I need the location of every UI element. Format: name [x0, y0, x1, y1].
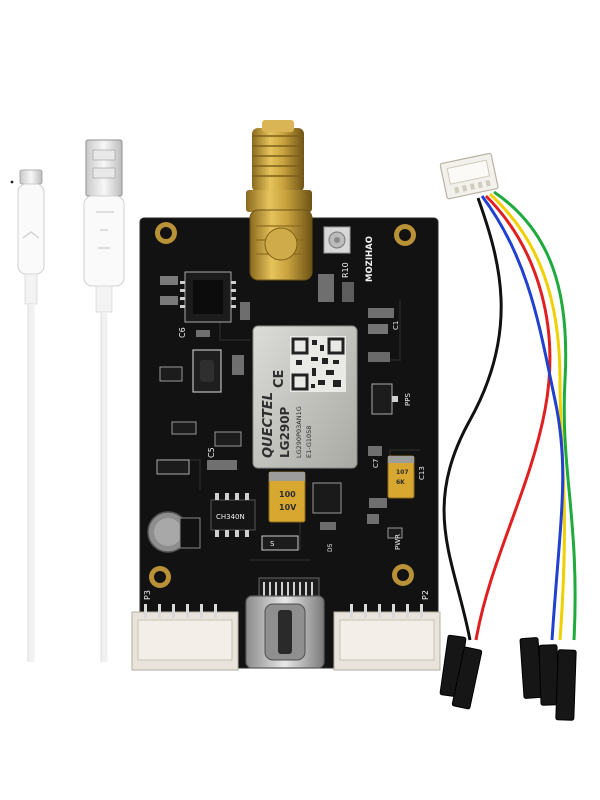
label-c7: C7	[372, 459, 380, 468]
label-c13: C13	[418, 466, 426, 480]
wire-harness	[439, 152, 577, 721]
right-components: R10 MOZIHAO C1 PPS C7 107 6K C13 PWR D5	[312, 236, 426, 552]
label-s: S	[270, 540, 275, 548]
label-pwr: PWR	[394, 534, 402, 550]
ufl-connector	[323, 226, 351, 254]
header-p3: P3	[131, 590, 239, 671]
module-detail-2: E1-G1058	[305, 426, 313, 458]
mounting-holes	[149, 222, 416, 588]
label-c6: C6	[178, 327, 187, 338]
backup-battery	[147, 511, 201, 553]
module-brand: QUECTEL	[261, 392, 276, 458]
label-c5: C5	[207, 447, 216, 458]
sma-antenna-connector	[246, 120, 313, 281]
usb-c-connector	[245, 577, 325, 669]
gnss-board: C6 C5	[131, 120, 441, 671]
micro-usb-cable	[10, 169, 45, 662]
label-d5: D5	[327, 543, 334, 552]
module-ce-mark: CE	[272, 370, 287, 388]
label-p3: P3	[143, 590, 152, 600]
tant-value-1: 100	[279, 490, 296, 499]
ic-marking: CH340N	[216, 513, 245, 521]
label-p2: P2	[421, 590, 430, 600]
left-ic-area: C6	[160, 271, 250, 338]
label-c1: C1	[392, 321, 400, 330]
qr-code	[290, 336, 346, 392]
gnss-module: QUECTEL LG290P LG290P03AN1G E1-G1058 CE	[252, 325, 358, 469]
cap-c13-value-2: 6K	[396, 479, 405, 486]
label-pps: PPS	[404, 393, 412, 406]
cap-c13-value-1: 107	[396, 469, 409, 476]
usb-a-cable	[83, 139, 125, 662]
left-mid-components: C5	[156, 349, 244, 475]
tant-value-2: 10V	[279, 503, 297, 512]
tantalum-capacitor: 100 10V	[268, 471, 306, 523]
header-p2: P2	[333, 590, 441, 671]
brand-silk: MOZIHAO	[365, 236, 375, 282]
module-detail-1: LG290P03AN1G	[295, 406, 303, 458]
module-model: LG290P	[278, 406, 292, 458]
usb-serial-ic: CH340N	[210, 493, 256, 537]
label-r10: R10	[341, 262, 350, 278]
